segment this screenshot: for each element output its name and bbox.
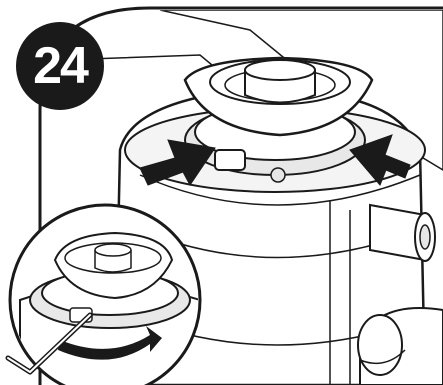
detail-inset: [8, 205, 200, 385]
step-number-badge: 24: [16, 22, 104, 110]
drain-elbow: [358, 308, 443, 385]
step-number: 24: [33, 36, 87, 96]
dishwasher-inlet: [370, 205, 435, 261]
